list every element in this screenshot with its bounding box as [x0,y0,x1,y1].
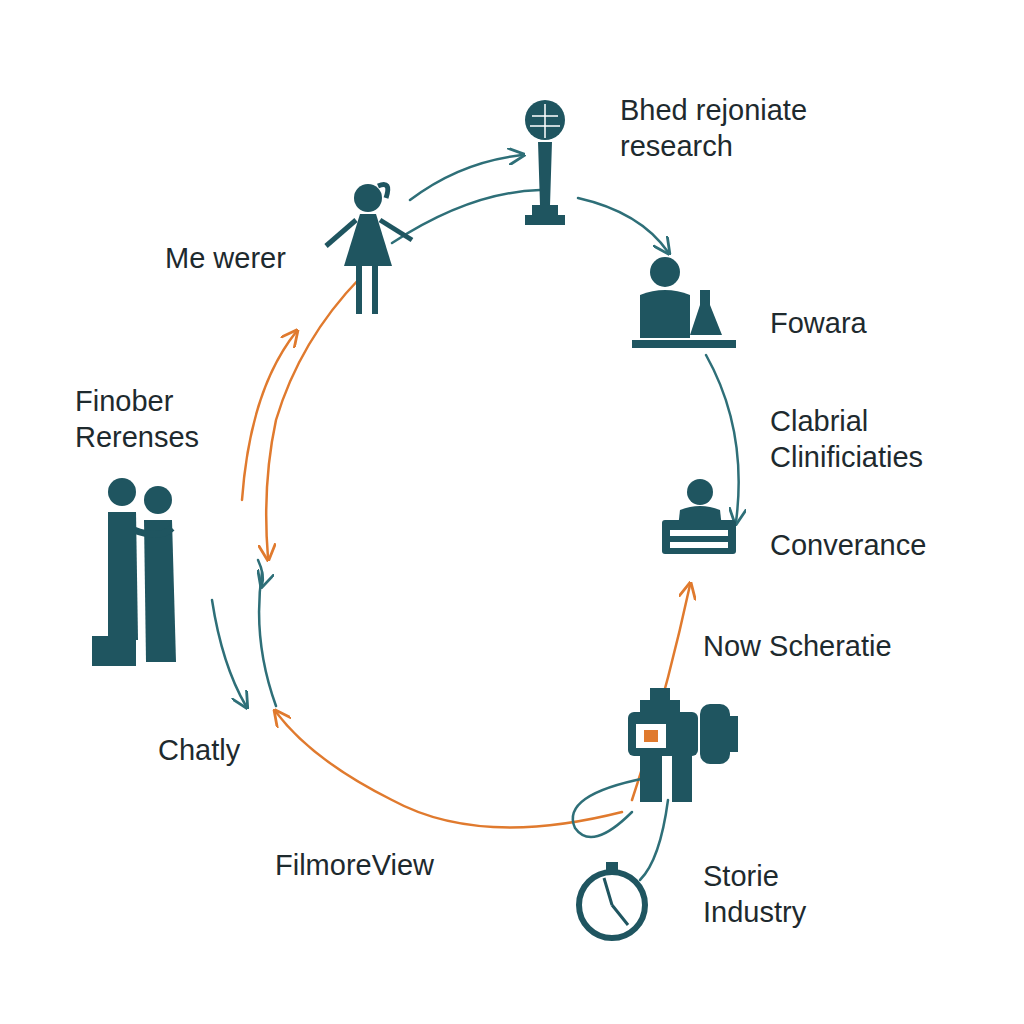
cycle-label: Fowara [770,305,970,341]
label-holder: FilmoreView [275,847,535,883]
label-holder: Me werer [165,240,345,276]
cycle-label: Chatly [158,732,298,768]
label-holder: Storie Industry [703,858,873,930]
label-holder: Fowara [770,305,970,341]
label-holder: Finober Rerenses [75,383,240,455]
cycle-label: Bhed rejoniate research [620,92,870,164]
label-holder: Clabrial Clinificiaties [770,403,1000,475]
cycle-label: Now Scheratie [703,628,893,664]
label-holder: Now Scheratie [703,628,893,664]
label-holder: Converance [770,527,1000,563]
cycle-label: Converance [770,527,1000,563]
label-holder: Chatly [158,732,298,768]
cycle-label: FilmoreView [275,847,535,883]
cycle-label: Storie Industry [703,858,873,930]
cycle-label: Clabrial Clinificiaties [770,403,1000,475]
cycle-arrows [212,155,739,880]
cycle-label: Finober Rerenses [75,383,240,455]
label-holder: Bhed rejoniate research [620,92,870,164]
cycle-label: Me werer [165,240,345,276]
icons [92,100,738,938]
